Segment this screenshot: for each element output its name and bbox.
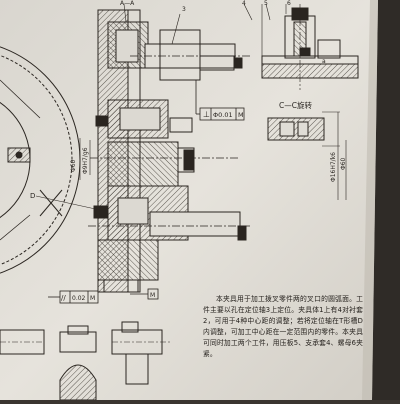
dim-d60: Φ60	[70, 159, 77, 172]
dim-right-fit: Φ16H7/k6	[330, 152, 337, 182]
paper-page	[0, 0, 378, 400]
perp-datum: M	[238, 111, 244, 119]
bottom-detail-views	[0, 321, 170, 401]
callout-d: D	[30, 192, 36, 200]
clamp-detail-view	[243, 3, 359, 90]
callout-4: 4	[242, 0, 246, 7]
parallel-symbol: //	[61, 294, 66, 302]
dim-fit: Φ9H7/g6	[82, 147, 89, 174]
fixture-section-view	[35, 3, 250, 293]
callout-3: 3	[182, 6, 186, 13]
parallel-value: 0.02	[72, 295, 86, 302]
description-text: 本夹具用于加工拨叉零件两的叉口的圆弧面。工件主要以孔在定位轴3上定位。夹具体1上…	[203, 294, 363, 360]
callout-a: a	[322, 58, 326, 65]
callout-5: 5	[264, 0, 268, 7]
section-mark-aa: A—A	[120, 0, 135, 7]
dim-right-d60: Φ60	[340, 157, 347, 170]
datum-m-label: M	[150, 292, 155, 299]
callout-6: 6	[287, 0, 291, 7]
perp-symbol: ⊥	[203, 110, 210, 119]
parallel-datum: M	[90, 295, 95, 302]
perp-value: Φ0.01	[213, 111, 233, 119]
section-c-c-label: C—C旋转	[279, 101, 312, 110]
perpendicularity-frame	[195, 80, 245, 121]
parallel-frame	[48, 288, 159, 304]
c-c-section-view	[267, 111, 347, 200]
description-paragraph: 本夹具用于加工拨叉零件两的叉口的圆弧面。工件主要以孔在定位轴3上定位。夹具体1上…	[203, 295, 363, 358]
